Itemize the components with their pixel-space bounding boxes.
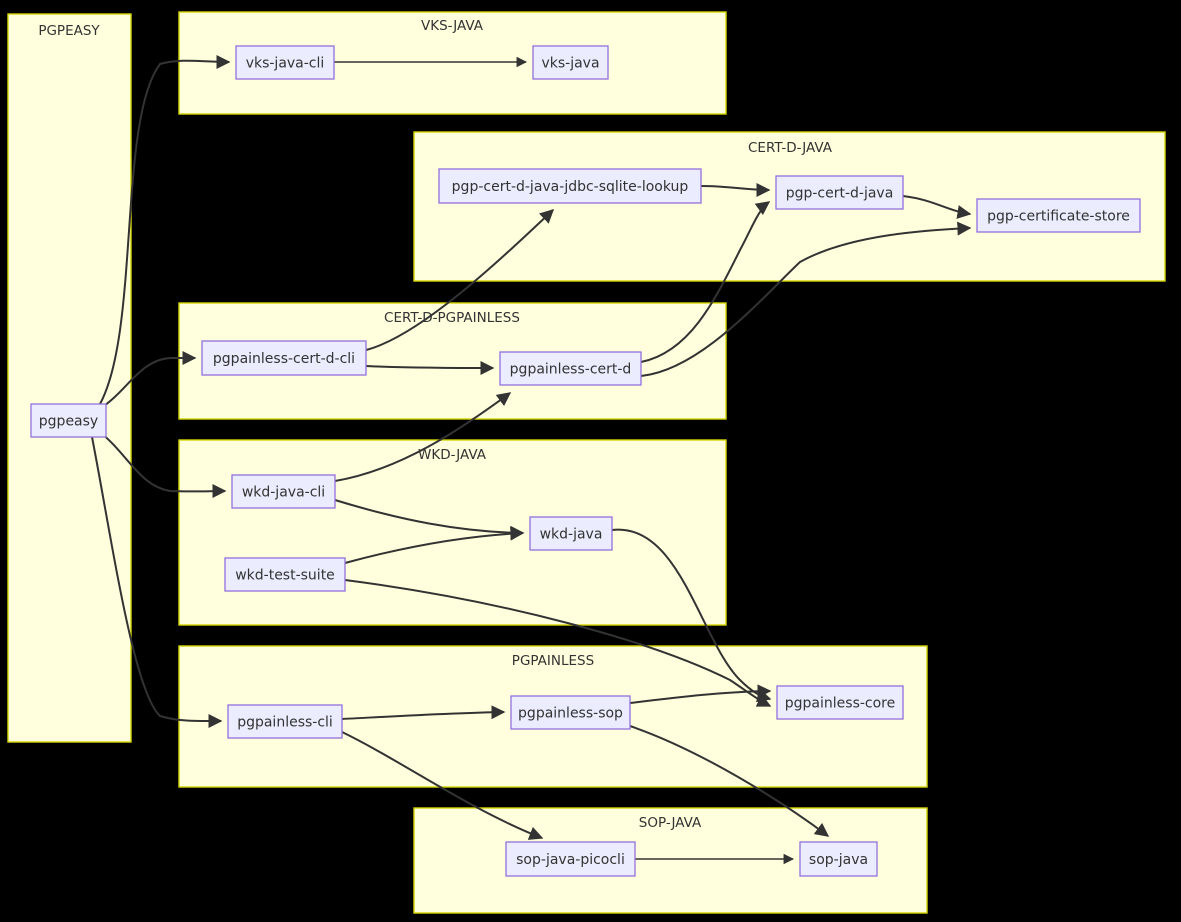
cluster-label: WKD-JAVA — [418, 447, 487, 463]
cluster-label: PGPAINLESS — [512, 653, 594, 669]
node-box[interactable] — [776, 685, 904, 720]
node-label: pgp-certificate-store — [987, 209, 1130, 225]
edge-wkd-test-suite-to-wkd-java — [344, 526, 525, 564]
node-pgpeasy[interactable]: pgpeasy — [30, 403, 107, 438]
edge-pgp-cert-d-java-to-pgp-certificate-store — [902, 195, 972, 219]
cluster-label: CERT-D-JAVA — [748, 140, 833, 156]
node-pgpainless-sop[interactable]: pgpainless-sop — [510, 695, 631, 730]
node-box[interactable] — [438, 168, 702, 204]
edge-pgpainless-cert-d-cli-to-pgpainless-cert-d — [365, 360, 495, 375]
edge-pgpainless-cert-d-to-pgp-certificate-store — [640, 221, 972, 377]
edge-pgp-cert-d-java-jdbc-sqlite-lookup-to-pgp-cert-d-java — [700, 182, 771, 197]
node-box[interactable] — [505, 841, 636, 877]
node-pgpainless-cert-d-cli[interactable]: pgpainless-cert-d-cli — [201, 340, 367, 376]
cluster-pgpeasy: PGPEASY — [7, 13, 132, 743]
node-pgpainless-core[interactable]: pgpainless-core — [776, 685, 904, 720]
node-box[interactable] — [201, 340, 367, 376]
node-label: wkd-test-suite — [235, 568, 335, 584]
node-box[interactable] — [499, 351, 642, 386]
node-pgpainless-cli[interactable]: pgpainless-cli — [227, 704, 343, 739]
node-sop-java[interactable]: sop-java — [799, 841, 878, 877]
cluster-label: VKS-JAVA — [421, 18, 484, 34]
node-pgp-cert-d-java-jdbc-sqlite-lookup[interactable]: pgp-cert-d-java-jdbc-sqlite-lookup — [438, 168, 702, 204]
node-label: pgpainless-cli — [237, 715, 333, 731]
node-box[interactable] — [532, 45, 609, 80]
edge-pgpainless-sop-to-sop-java — [629, 725, 830, 837]
node-box[interactable] — [227, 704, 343, 739]
node-layer: pgpeasy vks-java-cli vks-java pgp-cert-d-ja… — [30, 45, 1141, 877]
node-box[interactable] — [976, 198, 1141, 233]
node-label: pgp-cert-d-java-jdbc-sqlite-lookup — [452, 179, 689, 195]
cluster-label: SOP-JAVA — [639, 815, 702, 831]
node-label: vks-java-cli — [246, 56, 325, 72]
node-label: sop-java — [809, 852, 868, 868]
edge-pgpainless-sop-to-pgpainless-core — [629, 684, 772, 704]
node-sop-java-picocli[interactable]: sop-java-picocli — [505, 841, 636, 877]
node-label: pgpainless-cert-d — [510, 362, 632, 378]
cluster-sop-java: SOP-JAVA — [413, 807, 928, 914]
node-pgp-certificate-store[interactable]: pgp-certificate-store — [976, 198, 1141, 233]
edge-pgpainless-cli-to-pgpainless-sop — [341, 705, 506, 720]
edge-pgpeasy-to-pgpainless-cli — [91, 436, 223, 729]
node-pgp-cert-d-java[interactable]: pgp-cert-d-java — [775, 175, 904, 210]
edge-pgpainless-cli-to-sop-java-picocli — [341, 731, 544, 840]
node-box[interactable] — [224, 557, 346, 592]
edge-wkd-java-to-pgpainless-core — [611, 528, 772, 703]
node-label: wkd-java — [540, 527, 603, 543]
node-label: sop-java-picocli — [516, 852, 625, 868]
edge-pgpeasy-to-pgpainless-cert-d-cli — [100, 351, 197, 409]
node-label: pgpainless-cert-d-cli — [213, 351, 355, 367]
node-box[interactable] — [529, 516, 613, 551]
node-wkd-test-suite[interactable]: wkd-test-suite — [224, 557, 346, 592]
cluster-box — [7, 13, 132, 743]
edge-wkd-java-cli-to-pgpainless-cert-d — [334, 392, 512, 482]
node-label: wkd-java-cli — [242, 485, 325, 501]
edge-pgpeasy-to-vks-java-cli — [99, 54, 231, 405]
node-vks-java[interactable]: vks-java — [532, 45, 609, 80]
node-label: pgpainless-core — [785, 696, 895, 712]
edge-pgpainless-cert-d-cli-to-pgp-cert-d-java-jdbc-sqlite-lookup — [365, 209, 555, 351]
node-wkd-java-cli[interactable]: wkd-java-cli — [231, 474, 336, 509]
cluster-label: PGPEASY — [38, 23, 100, 39]
node-label: vks-java — [541, 56, 599, 72]
node-box[interactable] — [231, 474, 336, 509]
edge-pgpainless-cert-d-to-pgp-cert-d-java — [640, 201, 771, 363]
node-wkd-java[interactable]: wkd-java — [529, 516, 613, 551]
edge-wkd-test-suite-to-pgpainless-core — [344, 579, 772, 707]
node-label: pgpeasy — [39, 414, 98, 430]
node-box[interactable] — [775, 175, 904, 210]
node-vks-java-cli[interactable]: vks-java-cli — [235, 45, 335, 80]
edge-layer — [91, 54, 972, 865]
cluster-label: CERT-D-PGPAINLESS — [384, 310, 520, 326]
node-pgpainless-cert-d[interactable]: pgpainless-cert-d — [499, 351, 642, 386]
node-box[interactable] — [30, 403, 107, 438]
node-label: pgp-cert-d-java — [786, 186, 894, 202]
node-box[interactable] — [799, 841, 878, 877]
edge-wkd-java-cli-to-wkd-java — [334, 499, 525, 540]
node-box[interactable] — [510, 695, 631, 730]
node-box[interactable] — [235, 45, 335, 80]
cluster-vks-java: VKS-JAVA — [178, 11, 727, 115]
node-label: pgpainless-sop — [518, 706, 623, 722]
edge-pgpeasy-to-wkd-java-cli — [100, 432, 227, 499]
